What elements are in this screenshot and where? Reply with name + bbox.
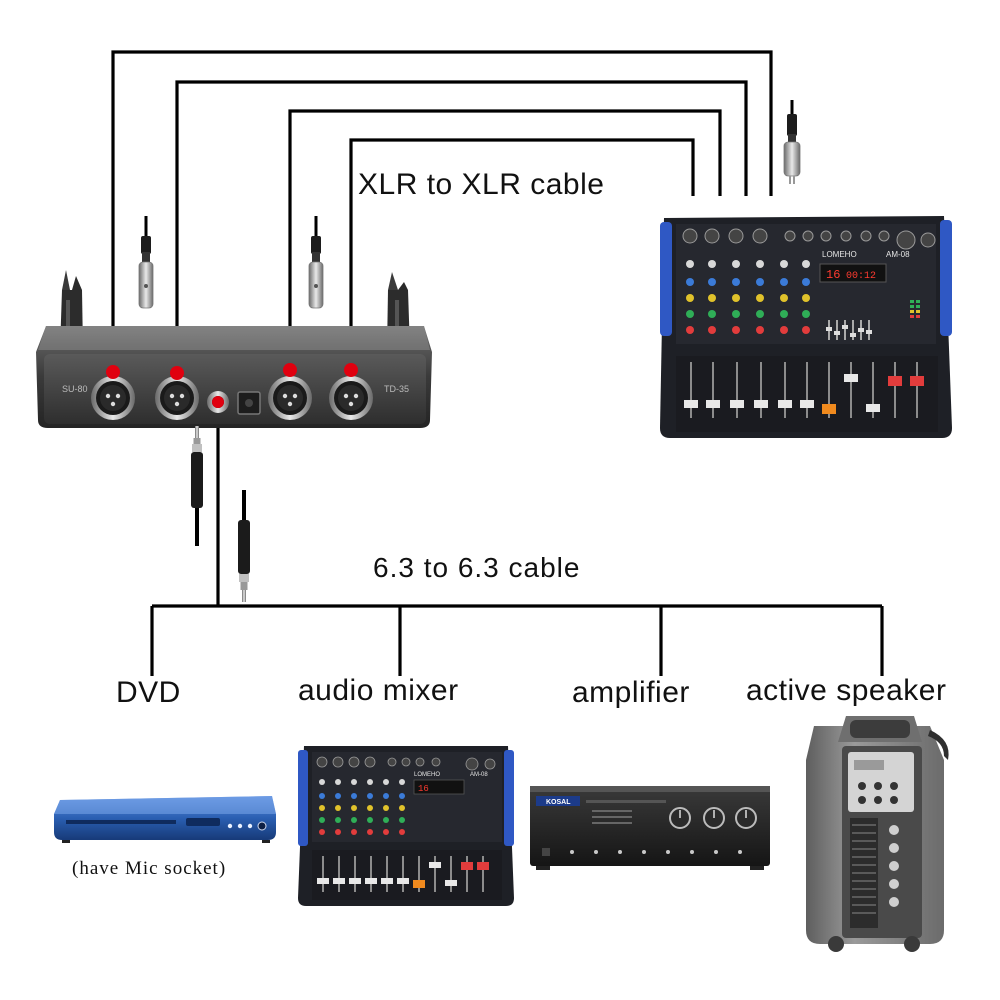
quarter-inch-plug-icon: [191, 426, 203, 546]
audio-mixer-brand: LOMEHO: [414, 772, 440, 778]
xlr-output-2[interactable]: [155, 376, 199, 420]
audio-mixer-display-value: 16: [418, 784, 429, 794]
mixer-top-display-time: 00:12: [846, 271, 876, 282]
active-speaker-device: [806, 716, 949, 952]
audio-mixer-device: LOMEHO AM-08 16: [298, 746, 514, 906]
connector-dots: [106, 363, 358, 408]
mixer-top-side-panel-left: [660, 222, 672, 336]
mixer-top-model: AM-08: [886, 250, 910, 259]
audio-mixer-side-right: [504, 750, 514, 846]
destination-label-dvd: DVD: [116, 676, 181, 709]
xlr-cable-label: XLR to XLR cable: [358, 168, 605, 201]
audio-mixer-side-left: [298, 750, 308, 846]
xlr-cable-4: [349, 138, 695, 370]
mixer-top-side-panel-right: [940, 220, 952, 336]
wireless-receiver: SU-80 TD-35: [36, 270, 432, 428]
quarter-inch-cable-label: 6.3 to 6.3 cable: [373, 552, 581, 583]
connector-dot-4: [344, 363, 358, 377]
xlr-cable-group: [111, 50, 773, 372]
xlr-cable-3: [288, 109, 722, 370]
mixer-top-display-value: 16: [826, 268, 840, 282]
xlr-cable-2: [175, 80, 748, 372]
quarter-inch-plug-icon-2: [238, 490, 250, 602]
destination-label-amplifier: amplifier: [572, 676, 690, 709]
dvd-mic-socket-note: (have Mic socket): [72, 858, 227, 879]
connector-dot-jack: [212, 396, 224, 408]
mixer-top-knobs[interactable]: [686, 260, 810, 334]
xlr-output-3[interactable]: [268, 376, 312, 420]
destination-label-active-speaker: active speaker: [746, 674, 947, 707]
xlr-female-plug-icon: [138, 216, 154, 309]
active-speaker-handle: [850, 720, 910, 738]
amplifier-device: KOSAL: [530, 786, 770, 870]
dvd-player: [54, 796, 276, 843]
xlr-cable-1: [111, 50, 773, 372]
mixer-top: LOMEHO AM-08 16 00:12: [660, 216, 952, 438]
connector-dot-2: [170, 366, 184, 380]
xlr-output-1[interactable]: [91, 376, 135, 420]
mixer-top-brand: LOMEHO: [822, 250, 857, 259]
connector-dot-3: [283, 363, 297, 377]
quarter-inch-cable-group: [150, 404, 884, 676]
receiver-label-left: SU-80: [62, 384, 88, 394]
amplifier-body: [530, 786, 770, 866]
xlr-female-plug-icon-2: [308, 216, 324, 309]
amplifier-knobs[interactable]: [669, 807, 757, 829]
xlr-male-plug-icon: [783, 100, 801, 184]
mixer-top-display: [819, 263, 887, 283]
xlr-output-4[interactable]: [329, 376, 373, 420]
dvd-mic-socket-icon[interactable]: [257, 821, 267, 831]
amplifier-brand: KOSAL: [546, 799, 571, 806]
receiver-label-right: TD-35: [384, 384, 409, 394]
connector-dot-1: [106, 365, 120, 379]
mixer-top-faders[interactable]: [684, 362, 924, 418]
destination-label-audio-mixer: audio mixer: [298, 674, 459, 707]
audio-mixer-model: AM-08: [470, 772, 488, 778]
